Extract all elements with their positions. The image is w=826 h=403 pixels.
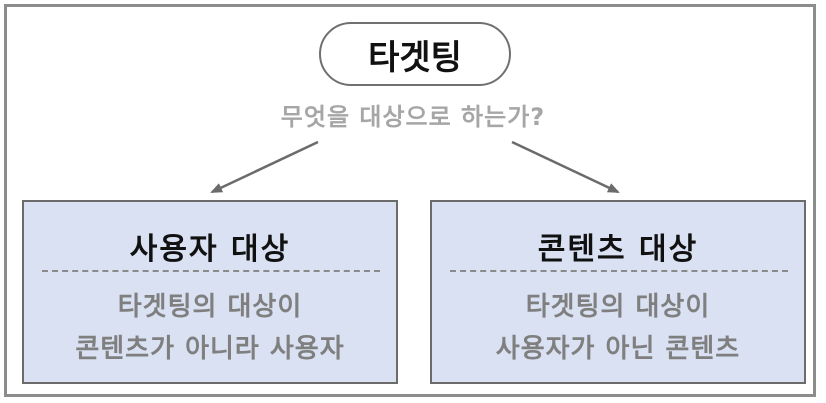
branch-description-line: 사용자가 아닌 콘텐츠 — [495, 334, 741, 364]
root-node-label: 타겟팅 — [368, 37, 462, 78]
branch-description-line: 콘텐츠가 아니라 사용자 — [75, 334, 345, 364]
branch-divider — [450, 270, 788, 272]
arrow-to-user-target — [210, 140, 319, 194]
branch-box-content-target: 콘텐츠 대상 타겟팅의 대상이 사용자가 아닌 콘텐츠 — [430, 200, 806, 384]
branch-title: 사용자 대상 — [129, 232, 291, 267]
branch-box-user-target: 사용자 대상 타겟팅의 대상이 콘텐츠가 아니라 사용자 — [22, 200, 398, 384]
branch-description: 타겟팅의 대상이 사용자가 아닌 콘텐츠 — [432, 286, 804, 370]
branch-description-line: 타겟팅의 대상이 — [117, 292, 303, 322]
arrow-to-content-target — [511, 140, 620, 194]
branch-description-line: 타겟팅의 대상이 — [525, 292, 711, 322]
branch-title: 콘텐츠 대상 — [537, 232, 699, 267]
root-question: 무엇을 대상으로 하는가? — [280, 103, 546, 131]
root-node-targeting: 타겟팅 — [319, 22, 511, 86]
branch-divider — [42, 270, 380, 272]
branch-description: 타겟팅의 대상이 콘텐츠가 아니라 사용자 — [24, 286, 396, 370]
